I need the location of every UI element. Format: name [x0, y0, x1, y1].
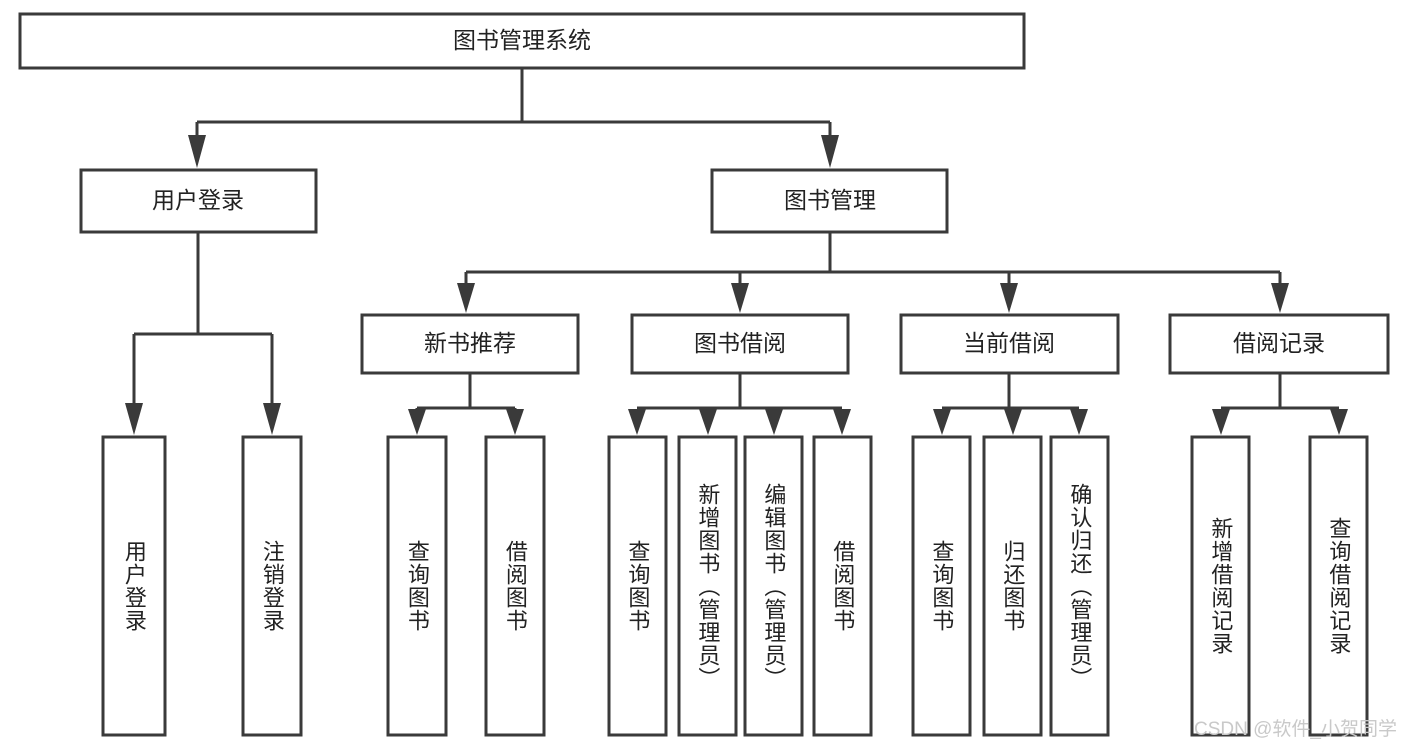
- leaf-query-record-box[interactable]: [1308, 435, 1369, 737]
- leaf-edit-book-box[interactable]: [743, 435, 804, 737]
- node-book-borrow[interactable]: 图书借阅: [630, 313, 850, 375]
- node-book-borrow-label: 图书借阅: [694, 330, 786, 356]
- node-borrow-record-label: 借阅记录: [1233, 330, 1325, 356]
- arrow-head-book-borrow: [731, 283, 749, 313]
- arrow-head-leaf-query-record: [1330, 409, 1348, 435]
- node-user-login[interactable]: 用户登录: [79, 168, 318, 234]
- node-borrow-record-box[interactable]: [1168, 313, 1390, 375]
- node-new-book-rec-label: 新书推荐: [424, 330, 516, 356]
- node-book-manage-label: 图书管理: [784, 187, 876, 213]
- node-book-borrow-box[interactable]: [630, 313, 850, 375]
- node-current-borrow-box[interactable]: [899, 313, 1120, 375]
- watermark-text: CSDN @软件_小贺同学: [1194, 719, 1397, 740]
- arrow-head-leaf-query-book-1: [408, 409, 426, 435]
- arrow-head-leaf-borrow-book-1: [506, 409, 524, 435]
- leaf-return-book-box[interactable]: [982, 435, 1043, 737]
- leaf-confirm-return-box[interactable]: [1049, 435, 1110, 737]
- arrow-head-borrow-record: [1271, 283, 1289, 313]
- arrow-head-leaf-add-record: [1212, 409, 1230, 435]
- node-user-login-box[interactable]: [79, 168, 318, 234]
- arrow-head-leaf-borrow-book-2: [833, 409, 851, 435]
- leaf-borrow-book-1-box[interactable]: [484, 435, 546, 737]
- arrow-head-leaf-add-book: [699, 409, 717, 435]
- node-new-book-rec-box[interactable]: [360, 313, 580, 375]
- node-current-borrow-label: 当前借阅: [963, 330, 1055, 356]
- arrow-head-leaf-confirm-return: [1070, 409, 1088, 435]
- node-current-borrow[interactable]: 当前借阅: [899, 313, 1120, 375]
- node-root-box[interactable]: [18, 12, 1026, 70]
- leaf-borrow-book-2-box[interactable]: [812, 435, 873, 737]
- leaf-add-record-box[interactable]: [1190, 435, 1251, 737]
- arrow-head-user-login: [188, 135, 206, 168]
- arrow-head-leaf-query-book-3: [933, 409, 951, 435]
- leaf-query-book-3-box[interactable]: [911, 435, 972, 737]
- leaf-add-book-box[interactable]: [677, 435, 738, 737]
- node-book-manage-box[interactable]: [710, 168, 949, 234]
- node-user-login-label: 用户登录: [152, 187, 244, 213]
- arrow-head-leaf-user-login: [125, 403, 143, 435]
- arrow-head-leaf-query-book-2: [628, 409, 646, 435]
- arrow-head-book-manage: [821, 135, 839, 168]
- node-new-book-rec[interactable]: 新书推荐: [360, 313, 580, 375]
- leaf-query-book-2-box[interactable]: [607, 435, 668, 737]
- node-borrow-record[interactable]: 借阅记录: [1168, 313, 1390, 375]
- leaf-layer: [101, 435, 1369, 737]
- node-root[interactable]: 图书管理系统: [18, 12, 1026, 70]
- node-book-manage[interactable]: 图书管理: [710, 168, 949, 234]
- arrow-head-leaf-user-logout: [263, 403, 281, 435]
- node-root-label: 图书管理系统: [453, 27, 591, 53]
- arrow-head-leaf-return-book: [1004, 409, 1022, 435]
- arrow-head-leaf-edit-book: [765, 409, 783, 435]
- leaf-query-book-1-box[interactable]: [386, 435, 448, 737]
- leaf-user-logout-box[interactable]: [241, 435, 303, 737]
- arrow-head-current-borrow: [1000, 283, 1018, 313]
- connector-layer: [125, 68, 1348, 435]
- arrow-head-new-book-rec: [457, 283, 475, 313]
- leaf-user-login-box[interactable]: [101, 435, 167, 737]
